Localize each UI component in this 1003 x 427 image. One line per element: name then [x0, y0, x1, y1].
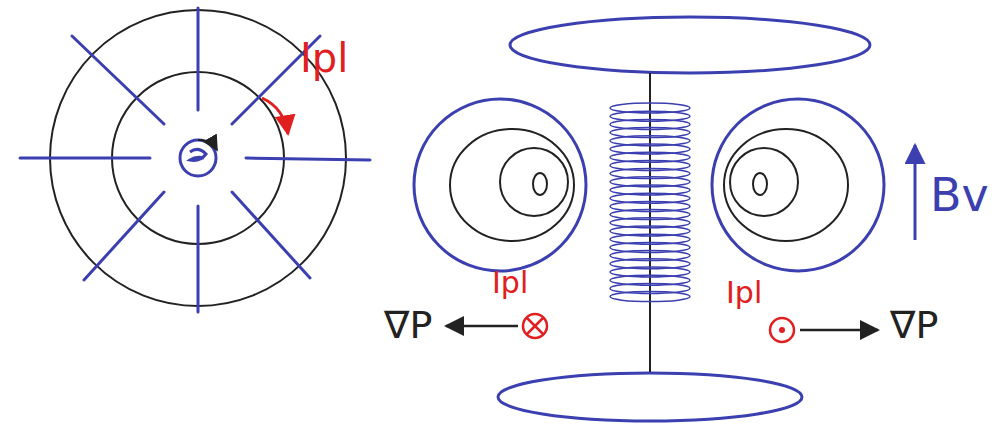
- solenoid-turn: [610, 292, 690, 302]
- vertical-field-label: Bv: [930, 172, 989, 218]
- pressure-gradient-label: ∇P: [384, 306, 432, 344]
- plasma-current-label: Ipl: [492, 268, 528, 298]
- cross-section: [414, 17, 915, 421]
- top-view: [20, 8, 370, 312]
- plasma-current-label: Ipl: [726, 278, 762, 308]
- plasma-current-label: Ipl: [300, 38, 348, 78]
- pressure-gradient-label: ∇P: [890, 306, 938, 344]
